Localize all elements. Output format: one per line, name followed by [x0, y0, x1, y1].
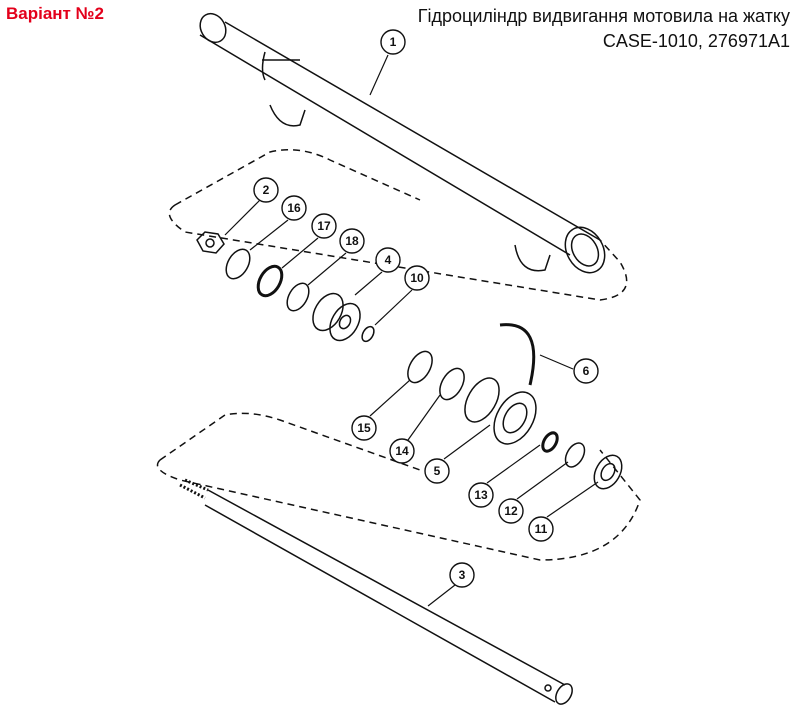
ring-18 — [286, 282, 310, 312]
callout-6: 6 — [573, 358, 599, 384]
callout-number: 3 — [459, 568, 466, 582]
seal-15 — [407, 350, 433, 384]
callout-number: 6 — [583, 364, 590, 378]
callout-number: 5 — [434, 464, 441, 478]
callout-10: 10 — [404, 265, 430, 291]
callout-number: 16 — [287, 201, 301, 215]
wiper-seal-11 — [593, 454, 623, 490]
variant-label: Варіант №2 — [6, 4, 105, 23]
callout-4: 4 — [375, 247, 401, 273]
callout-2: 2 — [253, 177, 279, 203]
seal-14 — [439, 367, 465, 401]
callout-number: 13 — [474, 488, 488, 502]
callout-number: 10 — [410, 271, 424, 285]
callout-17: 17 — [311, 213, 337, 239]
callout-number: 12 — [504, 504, 518, 518]
callout-number: 15 — [357, 421, 371, 435]
callout-15: 15 — [351, 415, 377, 441]
o-ring-10 — [361, 325, 375, 343]
gland — [464, 377, 537, 445]
piston — [312, 292, 361, 342]
callout-5: 5 — [424, 458, 450, 484]
callout-16: 16 — [281, 195, 307, 221]
piston-rod — [179, 478, 573, 705]
callout-number: 14 — [395, 444, 409, 458]
callout-1: 1 — [380, 29, 406, 55]
callout-3: 3 — [449, 562, 475, 588]
callout-number: 11 — [535, 522, 548, 536]
dashed-group-outline-lower — [156, 412, 641, 561]
title-line-1: Гідроциліндр видвигання мотовила на жатк… — [417, 6, 790, 26]
callout-14: 14 — [389, 438, 415, 464]
callout-13: 13 — [468, 482, 494, 508]
callout-number: 4 — [385, 253, 392, 267]
callout-number: 1 — [390, 35, 397, 49]
ring-17 — [256, 264, 284, 298]
callout-11: 11 — [528, 516, 554, 542]
cylinder-barrel — [199, 12, 606, 274]
callout-number: 2 — [263, 183, 270, 197]
dashed-group-outline-upper — [168, 149, 628, 301]
ring-16 — [225, 248, 251, 280]
callout-12: 12 — [498, 498, 524, 524]
ring-12 — [564, 442, 586, 468]
callout-number: 17 — [317, 219, 331, 233]
callout-18: 18 — [339, 228, 365, 254]
ring-13 — [541, 431, 559, 453]
callout-number: 18 — [345, 234, 359, 248]
snap-ring — [499, 323, 536, 386]
nut — [196, 231, 225, 254]
title-line-2: CASE-1010, 276971A1 — [602, 31, 790, 51]
leader-lines — [224, 54, 599, 607]
diagram-title: Гідроциліндр видвигання мотовила на жатк… — [418, 4, 790, 54]
